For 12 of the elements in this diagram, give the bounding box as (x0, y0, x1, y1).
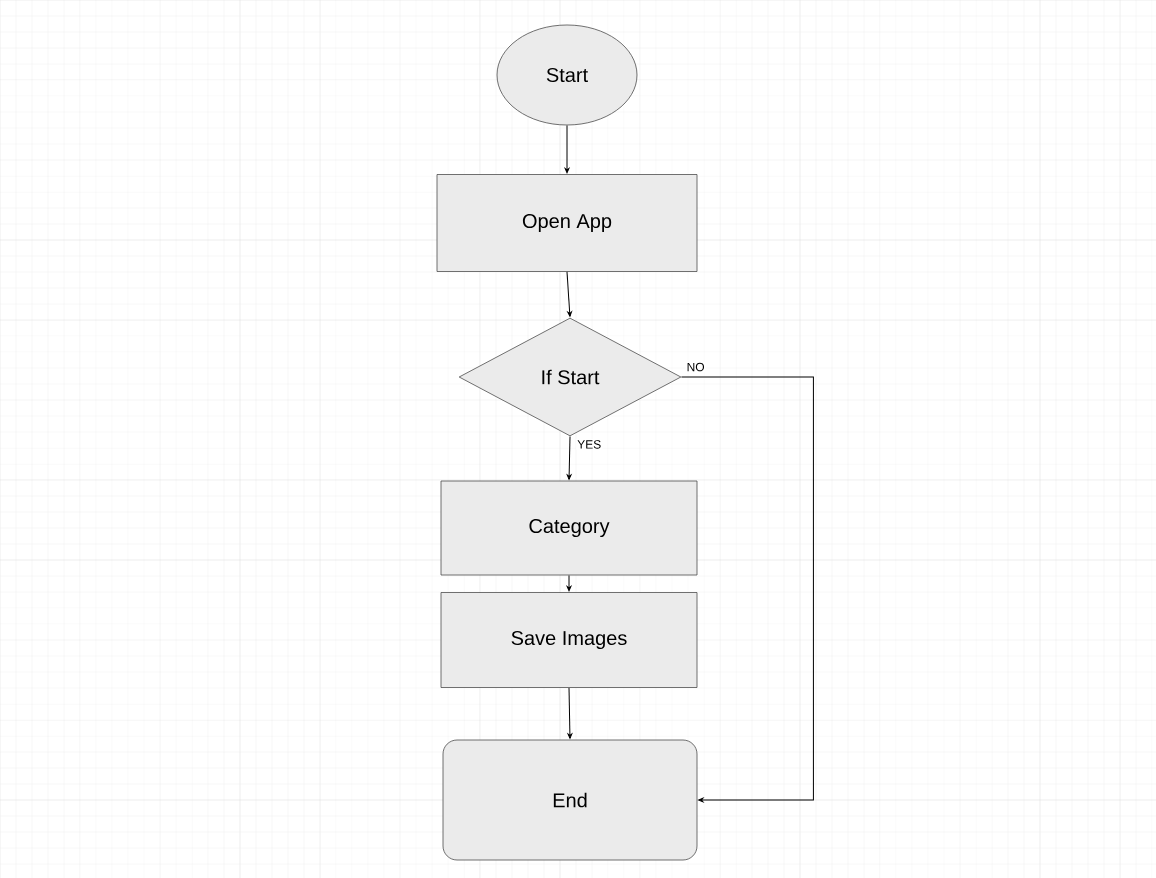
arrow (567, 687, 573, 739)
process-box: Category (440, 480, 698, 576)
edge-label: YES (576, 439, 603, 450)
arrow (680, 376, 814, 803)
process-box: Save Images (440, 592, 698, 688)
arrow (564, 124, 570, 174)
arrow (566, 435, 572, 480)
process-box: Open App (436, 174, 698, 272)
edge-label: NO (685, 361, 706, 373)
arrow (566, 574, 572, 592)
arrow (566, 271, 572, 317)
end-box: End (442, 739, 698, 861)
